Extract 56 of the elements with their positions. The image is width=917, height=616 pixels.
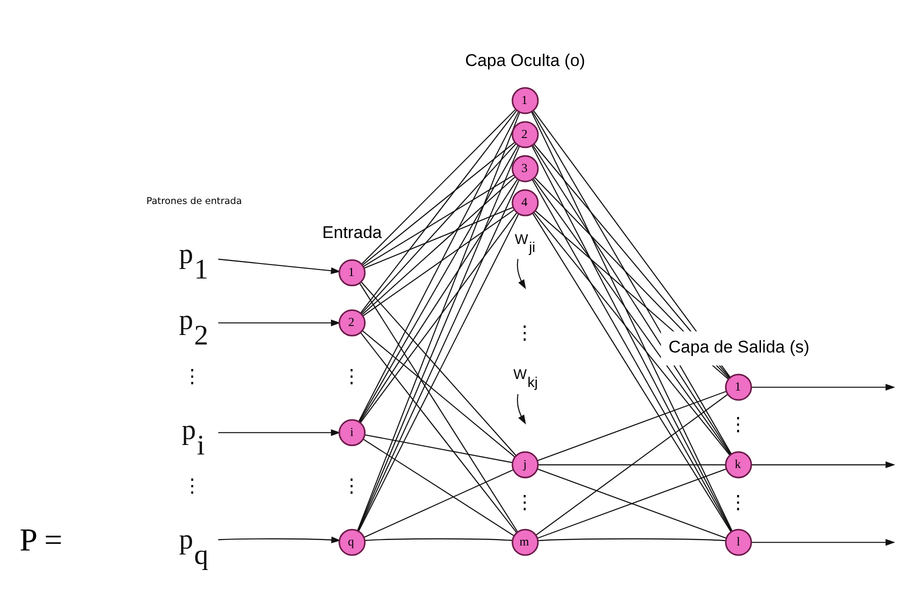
label: ⋮ [182,365,202,388]
connector [362,142,515,266]
label: ⋮ [515,491,534,514]
connector [361,109,516,264]
connector [362,438,514,536]
label: ⋮ [182,475,202,498]
arrow [751,538,896,546]
label: ⋮ [728,491,748,514]
arrow [751,461,896,468]
label: Patrones de entrada [146,196,242,208]
connector [362,176,516,315]
connector [360,143,516,314]
arrow [218,320,341,326]
connector [359,283,518,532]
label: ⋮ [515,322,534,344]
arrow [516,258,526,290]
connector [538,464,726,466]
connector [364,538,512,541]
label: ⋮ [342,365,362,388]
connector [538,538,726,542]
node-circle: 1 [512,87,539,114]
node-circle: j [512,451,539,478]
label: Capa de Salida (s) [668,338,810,357]
label: ⋮ [342,475,362,498]
node-circle: 1 [338,259,366,286]
node-circle: q [338,528,366,556]
label: P = [20,522,62,558]
connector [537,390,727,462]
arrow [218,429,341,436]
connector [364,434,512,464]
node-circle: 2 [512,121,539,148]
node-circle: 1 [724,374,752,401]
label: Capa Oculta (o) [465,50,586,70]
arrow [218,536,341,544]
label: ⋮ [728,414,748,436]
connector [364,469,514,538]
connector [537,468,727,539]
label: Entrada [322,223,382,242]
arrow [751,384,896,391]
node-circle: 2 [338,309,366,336]
connector [536,394,728,536]
arrow [516,394,526,425]
connector [362,330,515,458]
connector [363,174,514,267]
connector [360,282,516,456]
arrow [218,258,341,274]
node-circle: l [724,528,752,556]
node-circle: i [338,419,366,446]
node-circle: 3 [512,155,539,182]
connector [360,332,518,534]
node-circle: m [512,528,539,556]
node-circle: k [724,451,752,478]
connector [362,209,515,316]
connector [364,206,514,269]
node-circle: 4 [512,189,539,216]
connector [360,110,518,314]
